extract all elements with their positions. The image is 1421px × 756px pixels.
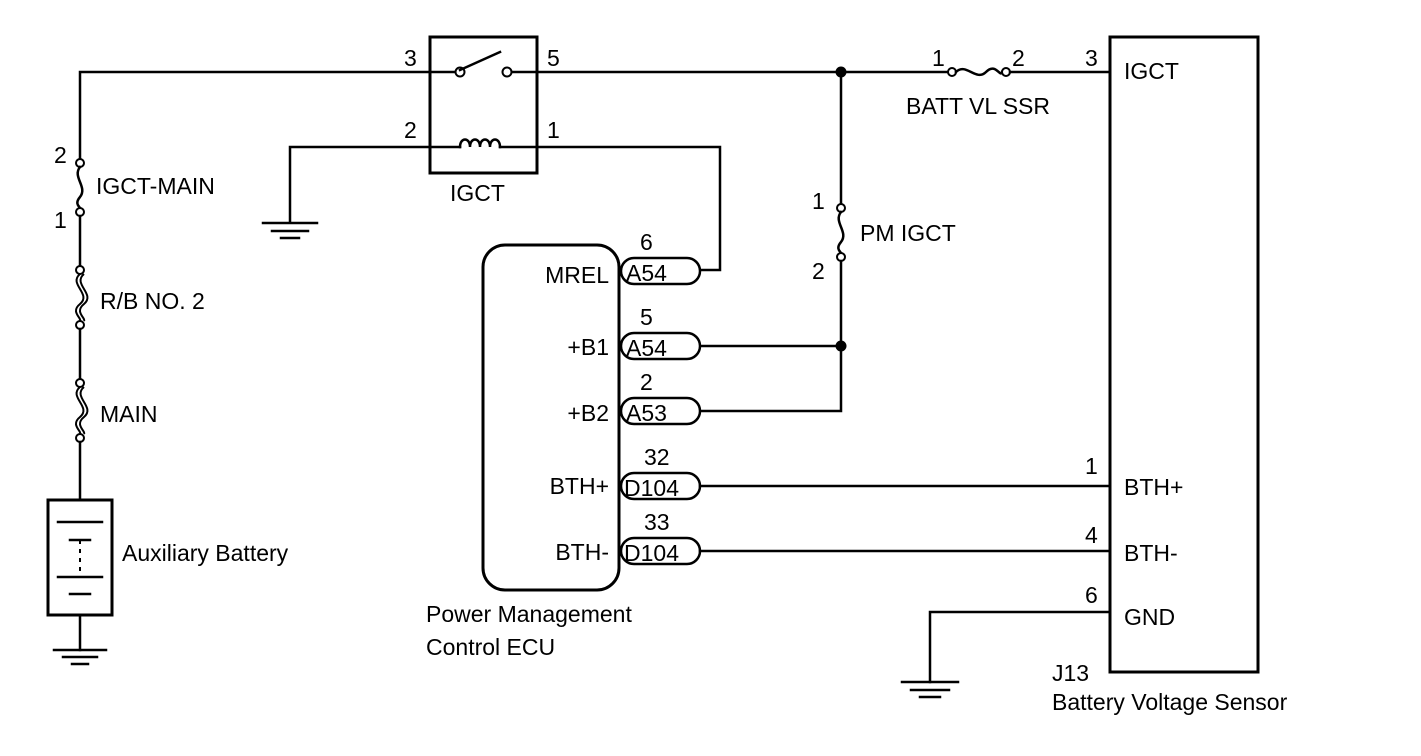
ecu-pin: 6	[640, 229, 653, 255]
ecu-pin: 32	[644, 444, 670, 470]
sensor-pin-bth-minus: 4	[1085, 522, 1098, 548]
igct-main-fuse: 2 1 IGCT-MAIN	[54, 142, 215, 233]
wire-relay1-to-mrel	[535, 145, 722, 272]
sensor-terminal-gnd: GND	[1124, 604, 1175, 630]
ecu-label-line1: Power Management	[426, 601, 632, 627]
relay-pin-1: 1	[547, 117, 560, 143]
sensor-terminal-igct: IGCT	[1124, 58, 1179, 84]
ecu-pin: 2	[640, 369, 653, 395]
igct-main-pin-top: 2	[54, 142, 67, 168]
wire-relay2-to-ground	[288, 145, 432, 224]
rb-no2-label: R/B NO. 2	[100, 288, 205, 314]
ecu-label-line2: Control ECU	[426, 634, 555, 660]
wire-relay3-to-rail	[78, 70, 432, 162]
main-label: MAIN	[100, 401, 158, 427]
ecu-terminal-name: BTH-	[555, 539, 609, 565]
ecu-terminal-bth-plus: BTH+ D104 32	[550, 444, 702, 501]
pm-igct-label: PM IGCT	[860, 220, 956, 246]
relay-label: IGCT	[450, 180, 505, 206]
ground-icon	[261, 221, 319, 240]
igct-main-label: IGCT-MAIN	[96, 173, 215, 199]
ecu-connector: D104	[624, 540, 679, 566]
power-management-ecu: MREL A54 6 +B1 A54 5 +B2 A53 2 BTH+ D104…	[426, 229, 702, 660]
batt-vl-ssr-pin-left: 1	[932, 45, 945, 71]
relay-pin-2: 2	[404, 117, 417, 143]
ecu-terminal-name: +B2	[567, 400, 609, 426]
ecu-connector: A54	[626, 260, 667, 286]
junction-dot	[835, 340, 847, 352]
sensor-terminal-bth-plus: BTH+	[1124, 474, 1183, 500]
relay-pin-3: 3	[404, 45, 417, 71]
ecu-pin: 5	[640, 304, 653, 330]
sensor-pin-igct: 3	[1085, 45, 1098, 71]
ecu-terminal-bth-minus: BTH- D104 33	[555, 509, 702, 566]
pm-igct-pin-bottom: 2	[812, 258, 825, 284]
ecu-terminal-name: MREL	[545, 262, 609, 288]
sensor-pin-gnd: 6	[1085, 582, 1098, 608]
pm-igct-fuse: 1 2 PM IGCT	[812, 188, 956, 284]
pm-igct-pin-top: 1	[812, 188, 825, 214]
wire-sensor-gnd	[928, 610, 1112, 684]
ecu-connector: A54	[626, 335, 667, 361]
auxiliary-battery-label: Auxiliary Battery	[122, 540, 289, 566]
igct-relay: 3 5 2 1 IGCT	[404, 35, 560, 206]
battery-voltage-sensor: IGCT 3 BTH+ 1 BTH- 4 GND 6 J13 Battery V…	[1052, 35, 1288, 715]
ecu-terminal-b2: +B2 A53 2	[567, 369, 702, 426]
left-power-chain: 2 1 IGCT-MAIN R/B NO. 2 MAIN	[46, 70, 432, 666]
relay-pin-5: 5	[547, 45, 560, 71]
wire-pm-igct-to-b2	[698, 259, 843, 413]
ecu-connector: D104	[624, 475, 679, 501]
sensor-code: J13	[1052, 660, 1089, 686]
sensor-terminal-bth-minus: BTH-	[1124, 540, 1178, 566]
ground-icon	[900, 680, 960, 699]
sensor-label: Battery Voltage Sensor	[1052, 689, 1288, 715]
batt-vl-ssr-fuse: 1 2 BATT VL SSR	[906, 45, 1050, 119]
sensor-pin-bth-plus: 1	[1085, 453, 1098, 479]
batt-vl-ssr-pin-right: 2	[1012, 45, 1025, 71]
ecu-terminal-name: BTH+	[550, 473, 609, 499]
batt-vl-ssr-label: BATT VL SSR	[906, 93, 1050, 119]
auxiliary-battery: Auxiliary Battery	[46, 498, 289, 617]
ecu-connector: A53	[626, 400, 667, 426]
rb-no2-fusible-link: R/B NO. 2	[75, 265, 205, 330]
ground-icon	[52, 648, 108, 666]
ecu-pin: 33	[644, 509, 670, 535]
igct-main-pin-bottom: 1	[54, 207, 67, 233]
ecu-terminal-b1: +B1 A54 5	[567, 304, 702, 361]
ecu-terminal-name: +B1	[567, 334, 609, 360]
ecu-terminal-mrel: MREL A54 6	[545, 229, 702, 288]
main-fusible-link: MAIN	[75, 378, 158, 443]
